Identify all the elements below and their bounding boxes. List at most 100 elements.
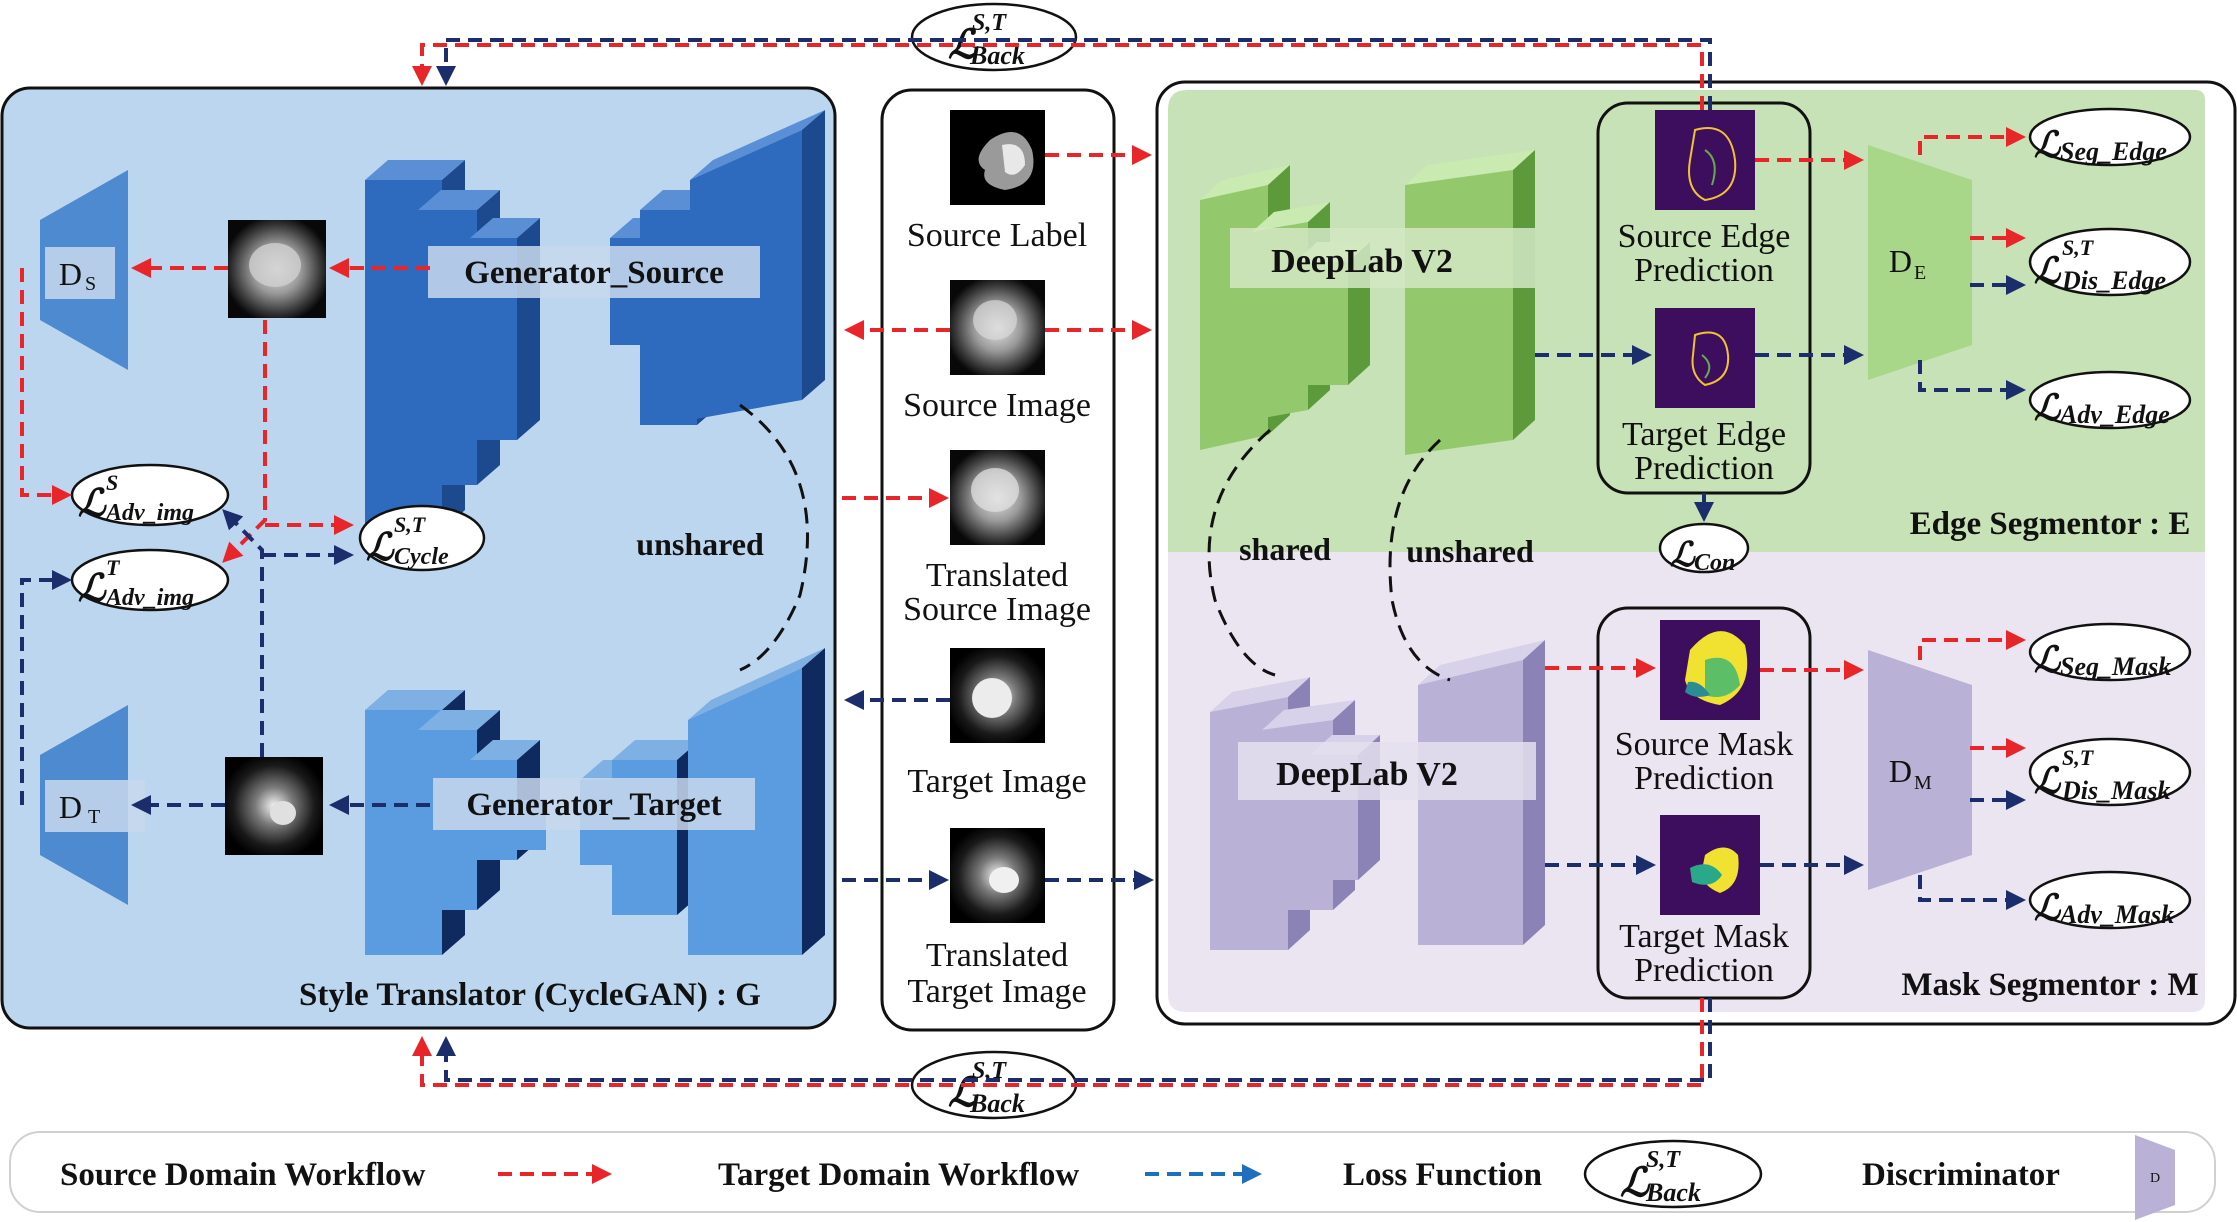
legend-loss-ellipse: ℒ S,T Back (1583, 1139, 1763, 1209)
edge-segmentor-title: Edge Segmentor : E (1910, 506, 2191, 542)
generator-source-label: Generator_Source (464, 255, 724, 291)
image-column-panel (880, 88, 1116, 1032)
translated-source-caption-line2: Source Image (903, 591, 1091, 628)
generator-source-label-bg (428, 246, 760, 298)
generator-target-encoder (365, 690, 546, 955)
svg-text:Adv_img: Adv_img (104, 585, 194, 611)
svg-text:ℒ: ℒ (948, 1070, 979, 1115)
svg-text:ℒ: ℒ (78, 568, 107, 610)
source-edge-caption-line2: Prediction (1634, 252, 1774, 289)
deeplab-mask-label: DeepLab V2 (1276, 756, 1458, 793)
svg-text:Seg_Edge: Seg_Edge (2060, 137, 2167, 166)
shared-arc-segmentors (1207, 428, 1276, 677)
target-mask-caption-line1: Target Mask (1619, 918, 1789, 955)
source-mask-caption-line1: Source Mask (1615, 726, 1793, 763)
deeplab-edge-decoder (1405, 150, 1535, 455)
target-edge-caption-line2: Prediction (1634, 450, 1774, 487)
loss-adv-img-source: ℒ S Adv_img (70, 463, 230, 527)
source-mask-prediction-image (1660, 620, 1760, 720)
svg-text:ℒ: ℒ (1670, 537, 1696, 574)
svg-text:ℒ: ℒ (2034, 640, 2062, 680)
svg-text:Con: Con (1694, 550, 1735, 576)
source-label-image (950, 110, 1045, 205)
discriminator-edge-shape (1868, 145, 1972, 380)
deeplab-edge-label-bg (1230, 228, 1535, 288)
svg-text:S: S (85, 273, 96, 295)
unshared-arc-generators (739, 403, 809, 672)
svg-text:Adv_Mask: Adv_Mask (2058, 900, 2174, 929)
translated-target-image (950, 828, 1045, 923)
mask-segmentor-title: Mask Segmentor : M (1901, 967, 2198, 1003)
svg-text:Back: Back (1645, 1178, 1701, 1207)
svg-text:ℒ: ℒ (2034, 761, 2062, 801)
translated-thumbnail-target (225, 757, 323, 855)
loss-dis-mask: ℒ S,T Dis_Mask (2028, 737, 2192, 807)
translated-source-image (950, 450, 1045, 545)
target-flow-arrows (20, 38, 2026, 1082)
loss-adv-mask: ℒ Adv_Mask (2028, 870, 2192, 930)
deeplab-mask-label-bg (1238, 742, 1536, 800)
svg-text:Adv_img: Adv_img (104, 500, 194, 526)
svg-text:ℒ: ℒ (366, 527, 395, 569)
loss-con: ℒ Con (1658, 522, 1750, 576)
unshared-label-segmentors: unshared (1406, 533, 1534, 569)
svg-text:ℒ: ℒ (78, 483, 107, 525)
translated-target-caption-line2: Target Image (907, 973, 1086, 1010)
svg-text:T: T (88, 806, 100, 828)
svg-text:Adv_Edge: Adv_Edge (2058, 400, 2170, 429)
target-edge-caption-line1: Target Edge (1622, 416, 1786, 453)
legend-source-workflow-label: Source Domain Workflow (60, 1157, 426, 1193)
svg-text:E: E (1914, 262, 1926, 284)
loss-adv-img-target: ℒ T Adv_img (70, 548, 230, 612)
target-mask-caption-line2: Prediction (1634, 952, 1774, 989)
source-image-caption: Source Image (903, 387, 1091, 424)
svg-text:Back: Back (969, 1089, 1025, 1118)
loss-dis-edge: ℒ S,T Dis_Edge (2028, 227, 2192, 297)
source-label-caption: Source Label (907, 217, 1087, 254)
deeplab-edge-label: DeepLab V2 (1271, 243, 1453, 280)
discriminator-mask-label: D (1889, 753, 1912, 789)
svg-text:ℒ: ℒ (2034, 251, 2062, 291)
svg-text:ℒ: ℒ (2034, 388, 2062, 428)
svg-text:S,T: S,T (394, 512, 427, 537)
svg-text:S,T: S,T (1646, 1147, 1681, 1173)
discriminator-source-label: D (59, 256, 82, 292)
loss-seg-mask: ℒ Seg_Mask (2028, 622, 2192, 682)
source-image (950, 280, 1045, 375)
svg-text:ℒ: ℒ (2034, 888, 2062, 928)
svg-text:ℒ: ℒ (2034, 125, 2062, 165)
discriminator-target-label: D (59, 789, 82, 825)
unshared-label-generators: unshared (636, 526, 764, 562)
target-edge-prediction-image (1655, 308, 1755, 408)
loss-back-top: ℒ S,T Back (910, 2, 1078, 72)
svg-text:M: M (1914, 772, 1932, 794)
source-flow-arrows (20, 43, 2026, 1087)
style-translator-title: Style Translator (CycleGAN) : G (299, 977, 761, 1013)
translated-thumbnail-source (228, 220, 326, 318)
svg-text:D: D (2150, 1171, 2160, 1186)
discriminator-mask-shape (1868, 650, 1972, 890)
svg-text:T: T (106, 555, 121, 580)
svg-text:S,T: S,T (972, 10, 1007, 36)
svg-text:Seg_Mask: Seg_Mask (2060, 652, 2171, 681)
source-edge-caption-line1: Source Edge (1618, 218, 1791, 255)
svg-text:ℒ: ℒ (1620, 1160, 1651, 1205)
translated-target-caption-line1: Translated (926, 937, 1068, 974)
svg-text:S: S (106, 470, 118, 495)
source-edge-prediction-image (1655, 110, 1755, 210)
svg-text:S,T: S,T (2062, 745, 2095, 770)
legend-discriminator-icon: D (2135, 1135, 2175, 1220)
svg-text:S,T: S,T (2062, 235, 2095, 260)
target-mask-prediction-image (1660, 815, 1760, 915)
loss-adv-edge: ℒ Adv_Edge (2028, 370, 2192, 430)
svg-text:Cycle: Cycle (394, 544, 449, 570)
legend-target-workflow-label: Target Domain Workflow (718, 1157, 1079, 1193)
source-mask-caption-line2: Prediction (1634, 760, 1774, 797)
generator-target-label: Generator_Target (466, 787, 721, 823)
svg-text:Dis_Mask: Dis_Mask (2061, 776, 2170, 805)
loss-seg-edge: ℒ Seg_Edge (2028, 107, 2192, 167)
shared-label-segmentors: shared (1239, 531, 1331, 567)
discriminator-edge-label: D (1889, 243, 1912, 279)
legend-discriminator-label: Discriminator (1862, 1157, 2060, 1193)
